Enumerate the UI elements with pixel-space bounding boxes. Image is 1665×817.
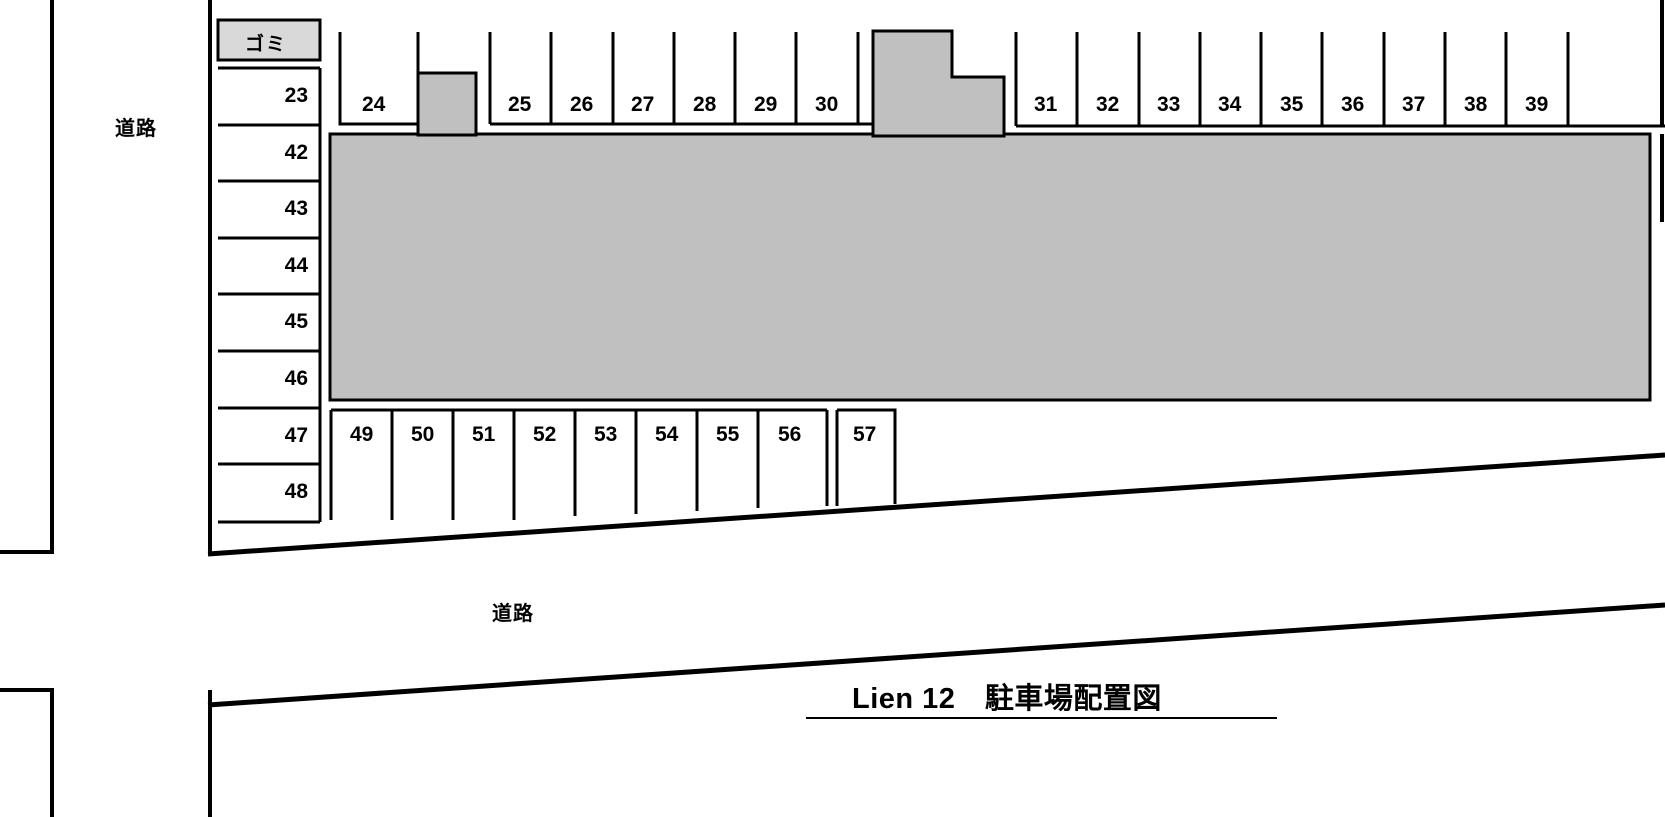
trash-area-box	[216, 18, 322, 62]
stall-label-54: 54	[655, 423, 679, 446]
stall-label-26: 26	[570, 93, 594, 116]
stall-label-44: 44	[284, 254, 308, 277]
stall-label-34: 34	[1218, 93, 1242, 116]
stall-label-52: 52	[533, 423, 557, 446]
stall-label-46: 46	[284, 367, 308, 390]
stall-label-24: 24	[362, 93, 386, 116]
stall-label-42: 42	[284, 141, 308, 164]
stall-label-29: 29	[754, 93, 778, 116]
stall-label-30: 30	[815, 93, 839, 116]
road-label-bottom: 道路	[492, 603, 534, 625]
trash-area-label: ゴミ	[245, 34, 288, 55]
stall-label-47: 47	[284, 424, 308, 447]
top-stall-24-outline	[338, 32, 420, 126]
road-diagonal-lower	[207, 602, 1665, 708]
building-protrusion-lshape	[871, 29, 1006, 138]
top-stalls-31-39-outline	[1014, 32, 1665, 128]
stall-label-55: 55	[716, 423, 740, 446]
stall-label-48: 48	[284, 480, 308, 503]
stall-label-31: 31	[1034, 93, 1058, 116]
stall-label-27: 27	[631, 93, 655, 116]
road-label-left: 道路	[115, 118, 157, 140]
stall-label-49: 49	[350, 423, 374, 446]
bottom-stall-57-outline	[835, 408, 897, 506]
stall-label-28: 28	[693, 93, 717, 116]
main-building	[328, 132, 1652, 402]
stall-label-35: 35	[1280, 93, 1304, 116]
stall-label-43: 43	[284, 197, 308, 220]
stall-label-51: 51	[472, 423, 496, 446]
stall-label-36: 36	[1341, 93, 1365, 116]
stall-label-53: 53	[594, 423, 618, 446]
stall-label-33: 33	[1157, 93, 1181, 116]
stall-label-23: 23	[284, 84, 308, 107]
stall-label-37: 37	[1402, 93, 1426, 116]
stall-label-25: 25	[508, 93, 532, 116]
stall-label-50: 50	[411, 423, 435, 446]
left-road-boundary	[0, 0, 54, 817]
stall-label-45: 45	[284, 310, 308, 333]
stall-label-57: 57	[853, 423, 877, 446]
stall-label-56: 56	[778, 423, 802, 446]
building-protrusion-small	[416, 71, 478, 137]
road-diagonal-upper	[207, 452, 1665, 557]
top-stalls-25-30-outline	[488, 32, 873, 126]
stall-label-38: 38	[1464, 93, 1488, 116]
left-column-stalls	[218, 66, 322, 524]
stall-label-32: 32	[1096, 93, 1120, 116]
stall-label-39: 39	[1525, 93, 1549, 116]
bottom-stalls-49-56-outline	[329, 408, 829, 520]
diagram-title: Lien 12 駐車場配置図	[852, 683, 1162, 715]
